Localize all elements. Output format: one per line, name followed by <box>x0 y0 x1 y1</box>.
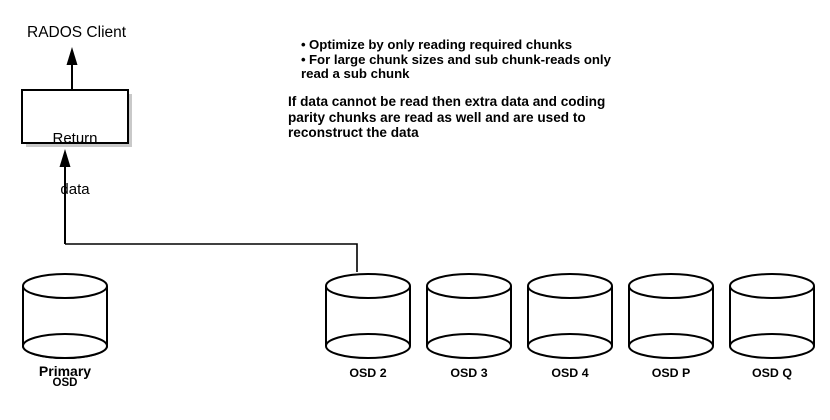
paragraph-line-3: reconstruct the data <box>288 125 419 141</box>
return-data-box-label: Return data <box>22 96 128 232</box>
osd2-to-primary-connector <box>65 243 358 272</box>
arrow-to-client-head <box>66 47 78 65</box>
osd-label-2: OSD 2 <box>349 366 387 380</box>
notes-paragraph: If data cannot be read then extra data a… <box>288 94 718 141</box>
return-data-line-1: Return <box>52 130 98 147</box>
cylinder-osd-4[interactable] <box>527 273 613 359</box>
osd-label-4: OSD 4 <box>551 366 589 380</box>
bullet-item-1: •Optimize by only reading required chunk… <box>301 37 721 53</box>
notes-bullet-list: •Optimize by only reading required chunk… <box>301 37 721 82</box>
primary-osd-label-line-1: Primary <box>38 363 92 379</box>
cylinder-osd-p[interactable] <box>628 273 714 359</box>
primary-osd-label-line-2: OSD <box>52 377 78 389</box>
cylinder-osd-q[interactable] <box>729 273 815 359</box>
osd-label-q: OSD Q <box>752 366 792 380</box>
osd-label-p: OSD P <box>651 366 691 380</box>
bullet-item-1-text: Optimize by only reading required chunks <box>309 37 573 52</box>
return-data-line-2: data <box>60 181 90 198</box>
paragraph-line-1: If data cannot be read then extra data a… <box>288 94 606 109</box>
bullet-dot-icon: • <box>301 37 306 52</box>
bullet-item-2-text: For large chunk sizes and sub chunk-read… <box>309 51 611 67</box>
paragraph-line-2: parity chunks are read as well and are u… <box>288 109 586 125</box>
arrow-to-box-head <box>59 149 71 167</box>
bullet-dot-icon-2: • <box>301 51 306 67</box>
cylinder-osd-3[interactable] <box>426 273 512 359</box>
rados-client-label: RADOS Client <box>27 24 127 41</box>
return-data-box[interactable] <box>21 89 129 144</box>
osd-label-3: OSD 3 <box>450 366 488 380</box>
cylinder-primary-osd[interactable] <box>22 273 108 359</box>
bullet-item-2-continuation: read a sub chunk <box>301 66 410 82</box>
cylinder-osd-2[interactable] <box>325 273 411 359</box>
bullet-item-2: •For large chunk sizes and sub chunk-rea… <box>301 51 721 68</box>
